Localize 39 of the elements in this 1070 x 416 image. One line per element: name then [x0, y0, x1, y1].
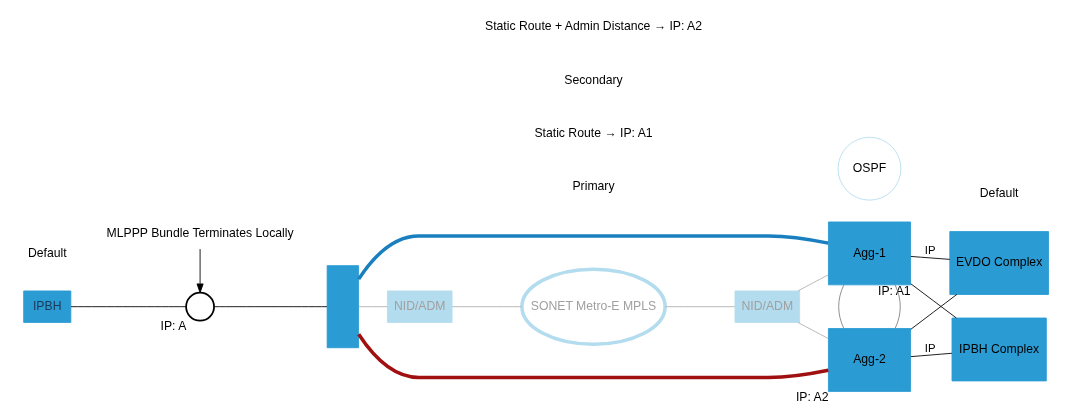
connector	[838, 284, 845, 329]
node-ellipse: SONET Metro-E MPLS	[520, 267, 667, 346]
connector	[664, 306, 736, 308]
connector	[910, 294, 958, 330]
node-label: IP: A1	[878, 283, 911, 298]
connector	[357, 333, 829, 380]
node-box: IPBH Complex	[951, 317, 1047, 382]
node-label: IP: A2	[795, 390, 829, 405]
connector	[910, 352, 953, 358]
node-box: EVDO Complex	[949, 231, 1049, 295]
node-box: IPBH	[23, 290, 72, 323]
connector	[894, 284, 901, 329]
connector	[358, 306, 388, 308]
arrow	[196, 248, 204, 294]
label: Default	[979, 186, 1019, 201]
connector	[797, 322, 829, 339]
label: Default	[27, 245, 67, 260]
edge-label: IP	[924, 243, 936, 256]
connector	[70, 306, 187, 308]
connector	[797, 274, 829, 292]
node-box: NID/ADM	[386, 290, 453, 323]
label: Static Route + Admin Distance → IP: A2	[485, 19, 703, 34]
edge-label: IP	[924, 341, 936, 354]
node-circle: OSPF	[837, 136, 902, 201]
connector	[213, 306, 328, 308]
label: Static Route → IP: A1	[534, 126, 653, 140]
label: Secondary	[564, 72, 623, 87]
node-text: MLPPP Bundle Terminates Locally	[106, 225, 294, 240]
node-box: Agg-2	[828, 328, 911, 392]
node-circle	[185, 291, 215, 322]
connector	[910, 283, 957, 319]
node-box	[326, 265, 360, 349]
node-box: Agg-1	[828, 221, 911, 286]
connector	[357, 234, 829, 281]
label: Primary	[572, 179, 615, 194]
connector	[451, 306, 523, 308]
connector	[910, 256, 951, 260]
node-box: NID/ADM	[734, 290, 801, 323]
node-label: IP: A	[160, 319, 187, 334]
